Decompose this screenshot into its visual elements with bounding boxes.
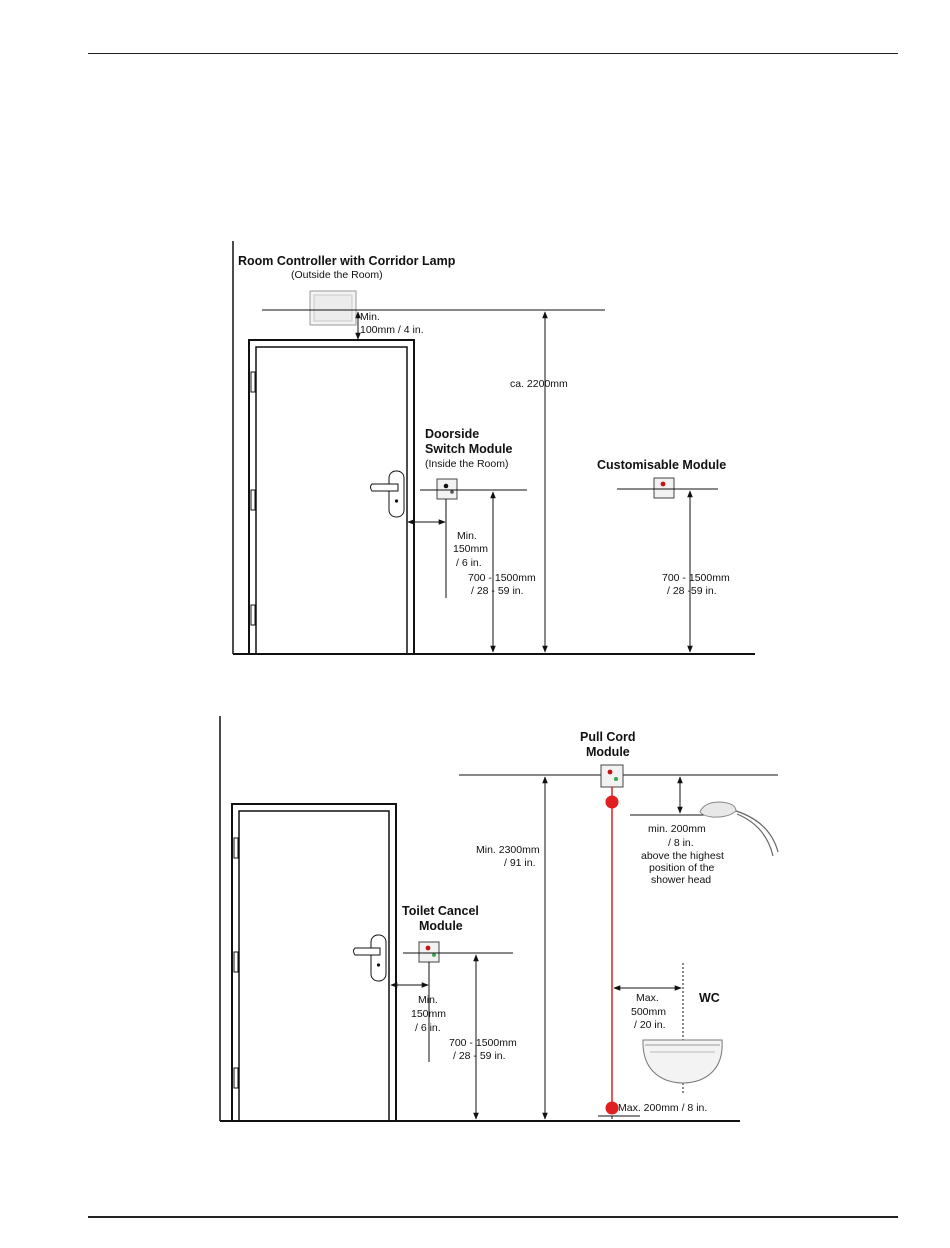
min-150-label-3: / 6 in. (415, 1022, 441, 1034)
customisable-height-label-2: / 28 -59 in. (667, 585, 717, 597)
toilet-title-1: Toilet Cancel (402, 904, 479, 918)
min-150-label-1: Min. (457, 530, 477, 542)
door-handle-icon (370, 470, 405, 518)
doorside-height-label-1: 700 - 1500mm (468, 572, 536, 584)
customisable-height-label-1: 700 - 1500mm (662, 572, 730, 584)
door (231, 803, 397, 1122)
room-controller-icon (309, 290, 357, 326)
toilet-height-label-2: / 28 - 59 in. (453, 1050, 506, 1062)
room-controller-title: Room Controller with Corridor Lamp (238, 254, 456, 268)
pull-cord-module-icon (600, 764, 624, 788)
min-100-value: 100mm / 4 in. (360, 324, 424, 336)
header-rule (88, 53, 898, 54)
wc-icon (642, 1039, 723, 1084)
min-150-label-1: Min. (418, 994, 438, 1006)
min-200-label-1: min. 200mm (648, 823, 706, 835)
max-500-label-1: Max. (636, 992, 659, 1004)
doorside-switch-module-icon (436, 478, 458, 500)
min-200-label-4: position of the (649, 862, 715, 874)
diagram-room-door: Room Controller with Corridor Lamp (Outs… (232, 241, 755, 655)
room-controller-subtitle: (Outside the Room) (291, 269, 383, 281)
min-200-label-2: / 8 in. (668, 837, 694, 849)
customisable-module-icon (653, 477, 675, 499)
doorside-subtitle: (Inside the Room) (425, 458, 508, 470)
door-handle-icon (353, 934, 387, 982)
max-200-label: Max. 200mm / 8 in. (618, 1102, 707, 1114)
doorside-height-label-2: / 28 - 59 in. (471, 585, 524, 597)
customisable-title: Customisable Module (597, 458, 726, 472)
pull-cord-handle-top (605, 795, 619, 809)
min-150-label-2: 150mm (453, 543, 488, 555)
diagram-bathroom: Pull Cord Module Min. 2300mm / 91 in. mi… (219, 716, 779, 1122)
min-2300-label-1: Min. 2300mm (476, 844, 540, 856)
min-150-label-2: 150mm (411, 1008, 446, 1020)
shower-head-icon (699, 801, 779, 857)
wc-label: WC (699, 991, 720, 1005)
min-100-label: Min. (360, 311, 380, 323)
min-150-label-3: / 6 in. (456, 557, 482, 569)
toilet-title-2: Module (419, 919, 463, 933)
pull-cord-title-1: Pull Cord (580, 730, 636, 744)
doorside-title-2: Switch Module (425, 442, 513, 456)
toilet-height-label-1: 700 - 1500mm (449, 1037, 517, 1049)
footer-rule (88, 1216, 898, 1218)
min-200-label-3: above the highest (641, 850, 724, 862)
min-200-label-5: shower head (651, 874, 711, 886)
toilet-cancel-module-icon (418, 941, 440, 963)
max-500-label-2: 500mm (631, 1006, 666, 1018)
door (248, 339, 415, 655)
pull-cord-handle-bottom (605, 1101, 619, 1115)
pull-cord-title-2: Module (586, 745, 630, 759)
max-500-label-3: / 20 in. (634, 1019, 666, 1031)
doorside-title-1: Doorside (425, 427, 479, 441)
min-2300-label-2: / 91 in. (504, 857, 536, 869)
ca-2200-label: ca. 2200mm (510, 378, 568, 390)
